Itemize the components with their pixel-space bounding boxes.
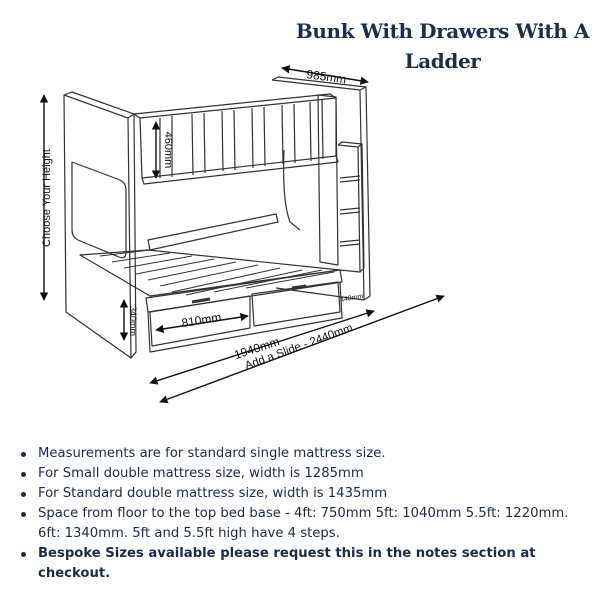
ladder-label: 440mm: [340, 293, 364, 304]
bed-slats: [99, 249, 335, 296]
left-panel-window: [71, 161, 127, 259]
height-label: Choose Your Height: [41, 149, 53, 247]
depth-label: 985mm: [306, 67, 348, 86]
upper-guard-rail: [133, 93, 337, 119]
note-item: Space from floor to the top bed base - 4…: [18, 504, 593, 544]
left-end-panel: [63, 94, 132, 359]
note-item: For Standard double mattress size, width…: [18, 484, 593, 504]
right-end-panel: [271, 79, 365, 301]
note-item-bespoke: Bespoke Sizes available please request t…: [18, 544, 593, 584]
title-line-2: Ladder: [404, 49, 481, 73]
drawer-height-label: 340mm: [128, 306, 138, 336]
guard-rail-label: 460mm: [162, 132, 174, 169]
drawer-width-label: 810mm: [181, 310, 223, 330]
note-item: Measurements are for standard single mat…: [18, 444, 593, 464]
ladder: [337, 141, 365, 273]
depth-arrow: [281, 65, 369, 85]
dimension-lines: [39, 65, 445, 404]
notes-list: Measurements are for standard single mat…: [18, 444, 593, 584]
title-line-1: Bunk With Drawers With A: [295, 19, 590, 43]
front-right-post: [317, 94, 339, 266]
note-item: For Small double mattress size, width is…: [18, 464, 593, 484]
slide-arrow: [159, 294, 445, 404]
lower-bed-rail: [147, 213, 279, 251]
page-title: Bunk With Drawers With A Ladder: [290, 16, 595, 76]
bunk-bed-diagram: 985mm Choose Your Height 460mm 810mm 340…: [39, 65, 445, 404]
